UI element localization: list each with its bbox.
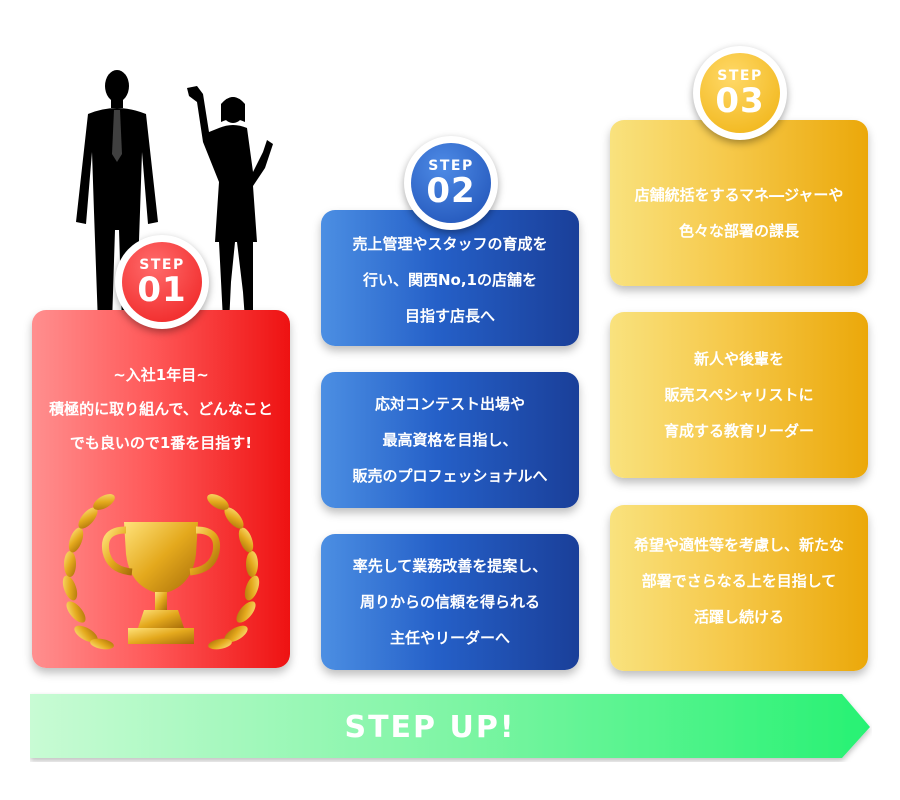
step2-card-3: 率先して業務改善を提案し、 周りからの信頼を得られる 主任やリーダーへ — [321, 534, 579, 670]
card-line: 希望や適性等を考慮し、新たな — [633, 536, 844, 554]
step2-badge-number: 02 — [426, 171, 476, 211]
step-up-arrow — [30, 694, 870, 758]
step1-line: ~入社1年目~ — [113, 366, 209, 384]
step1-badge-label: STEP — [139, 257, 185, 273]
step3-badge-label: STEP — [717, 68, 763, 84]
card-line: 行い、関西No,1の店舗を — [363, 271, 537, 289]
step2-card-1: 売上管理やスタッフの育成を 行い、関西No,1の店舗を 目指す店長へ — [321, 210, 579, 346]
step3-card-3: 希望や適性等を考慮し、新たな 部署でさらなる上を目指して 活躍し続ける — [610, 505, 868, 671]
step1-line: 積極的に取り組んで、どんなこと — [49, 400, 273, 418]
card-line: 色々な部署の課長 — [678, 222, 799, 240]
card-line: 売上管理やスタッフの育成を — [352, 235, 548, 253]
card-line: 部署でさらなる上を目指して — [641, 572, 837, 590]
step1-card: ~入社1年目~ 積極的に取り組んで、どんなこと でも良いので1番を目指す! — [32, 310, 290, 668]
step3-badge-number: 03 — [715, 81, 765, 121]
step2-badge-label: STEP — [428, 158, 474, 174]
card-line: 販売のプロフェッショナルへ — [352, 467, 548, 485]
card-line: 活躍し続ける — [693, 608, 784, 626]
step1-line: でも良いので1番を目指す! — [69, 434, 253, 452]
card-line: 応対コンテスト出場や — [374, 395, 525, 413]
card-line: 最高資格を目指し、 — [382, 431, 518, 449]
card-line: 目指す店長へ — [404, 307, 495, 325]
step3-badge: STEP 03 — [693, 46, 787, 140]
card-line: 育成する教育リーダー — [663, 422, 814, 440]
card-line: 新人や後輩を — [693, 350, 784, 368]
step-up-label: STEP UP! — [344, 709, 516, 745]
card-line: 店舗統括をするマネ―ジャーや — [634, 186, 844, 204]
step1-badge: STEP 01 — [115, 235, 209, 329]
card-line: 主任やリーダーへ — [389, 629, 510, 647]
step2-card-2: 応対コンテスト出場や 最高資格を目指し、 販売のプロフェッショナルへ — [321, 372, 579, 508]
businesswoman-silhouette-icon — [187, 86, 273, 324]
card-line: 周りからの信頼を得られる — [359, 593, 540, 611]
step2-badge: STEP 02 — [404, 136, 498, 230]
trophy-laurel-icon — [62, 494, 260, 650]
card-line: 販売スペシャリストに — [664, 386, 814, 404]
step3-card-2: 新人や後輩を 販売スペシャリストに 育成する教育リーダー — [610, 312, 868, 478]
card-line: 率先して業務改善を提案し、 — [352, 557, 548, 575]
step3-card-1: 店舗統括をするマネ―ジャーや 色々な部署の課長 — [610, 120, 868, 286]
step1-badge-number: 01 — [137, 270, 187, 310]
